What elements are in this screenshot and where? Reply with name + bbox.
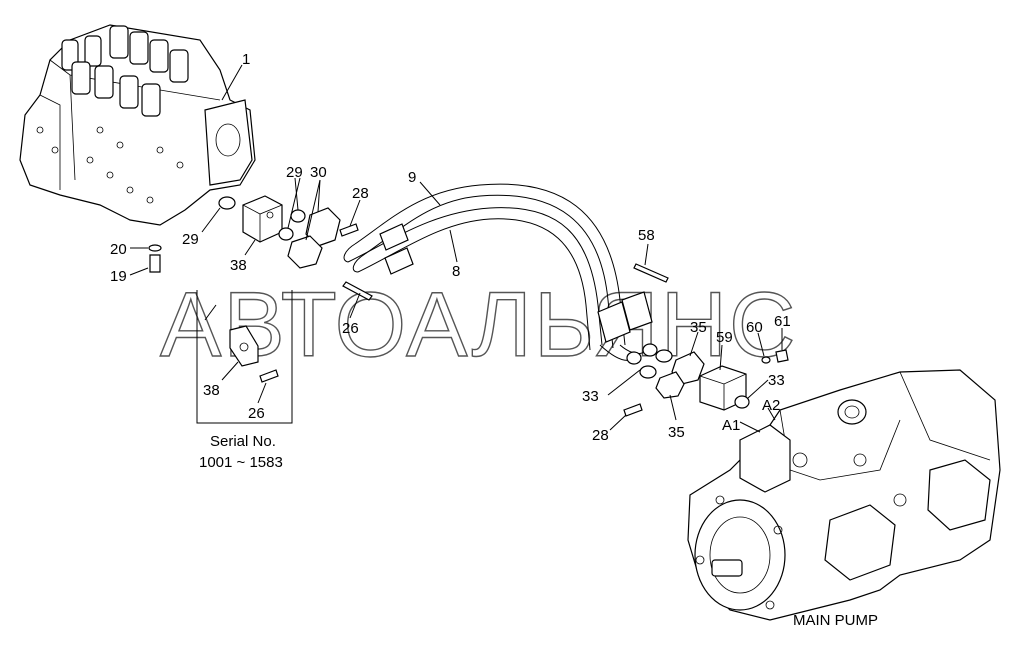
o-ring	[734, 395, 750, 409]
main-pump-label: MAIN PUMP	[793, 612, 878, 629]
flange-block	[242, 195, 283, 243]
flange-plate	[229, 325, 259, 367]
o-ring	[218, 196, 236, 210]
hoses	[343, 183, 653, 361]
bolt	[259, 369, 279, 383]
o-ring	[290, 209, 306, 223]
callout-28: 28	[592, 427, 609, 444]
o-ring	[642, 343, 658, 357]
callout-33: 33	[768, 372, 785, 389]
callout-35: 35	[668, 424, 685, 441]
bolt	[149, 254, 161, 273]
callout-20: 20	[110, 241, 127, 258]
serial-label: Serial No.	[210, 433, 276, 450]
washer	[148, 244, 162, 252]
callout-26: 26	[342, 320, 359, 337]
o-ring	[278, 227, 294, 241]
serial-inset	[196, 290, 293, 424]
control-valve	[19, 24, 256, 226]
plug	[775, 349, 789, 363]
callout-1: 1	[242, 51, 250, 68]
bolt	[623, 403, 643, 417]
bolt	[633, 263, 669, 283]
split-flange	[671, 351, 705, 385]
split-flange	[655, 371, 685, 399]
callout-28: 28	[352, 185, 369, 202]
o-ring	[655, 349, 673, 363]
callout-61: 61	[774, 313, 791, 330]
port-label-a2: A2	[762, 397, 780, 414]
callout-38: 38	[230, 257, 247, 274]
callout-26: 26	[248, 405, 265, 422]
split-flange	[287, 235, 323, 269]
bolt	[342, 281, 373, 301]
callout-33: 33	[582, 388, 599, 405]
plug	[761, 356, 771, 364]
bolt	[339, 223, 359, 237]
leader-lines	[129, 64, 783, 433]
callout-9: 9	[408, 169, 416, 186]
callout-8: 8	[452, 263, 460, 280]
main-pump	[687, 369, 1001, 621]
split-flange	[305, 207, 341, 247]
callout-58: 58	[638, 227, 655, 244]
port-label-a1: A1	[722, 417, 740, 434]
callout-38: 38	[203, 382, 220, 399]
callout-59: 59	[716, 329, 733, 346]
callout-60: 60	[746, 319, 763, 336]
serial-range: 1001 ~ 1583	[199, 454, 283, 471]
callout-19: 19	[110, 268, 127, 285]
callout-29: 29	[286, 164, 303, 181]
o-ring	[626, 351, 642, 365]
callout-35: 35	[690, 319, 707, 336]
callout-29: 29	[182, 231, 199, 248]
o-ring	[639, 365, 657, 379]
callout-30: 30	[310, 164, 327, 181]
